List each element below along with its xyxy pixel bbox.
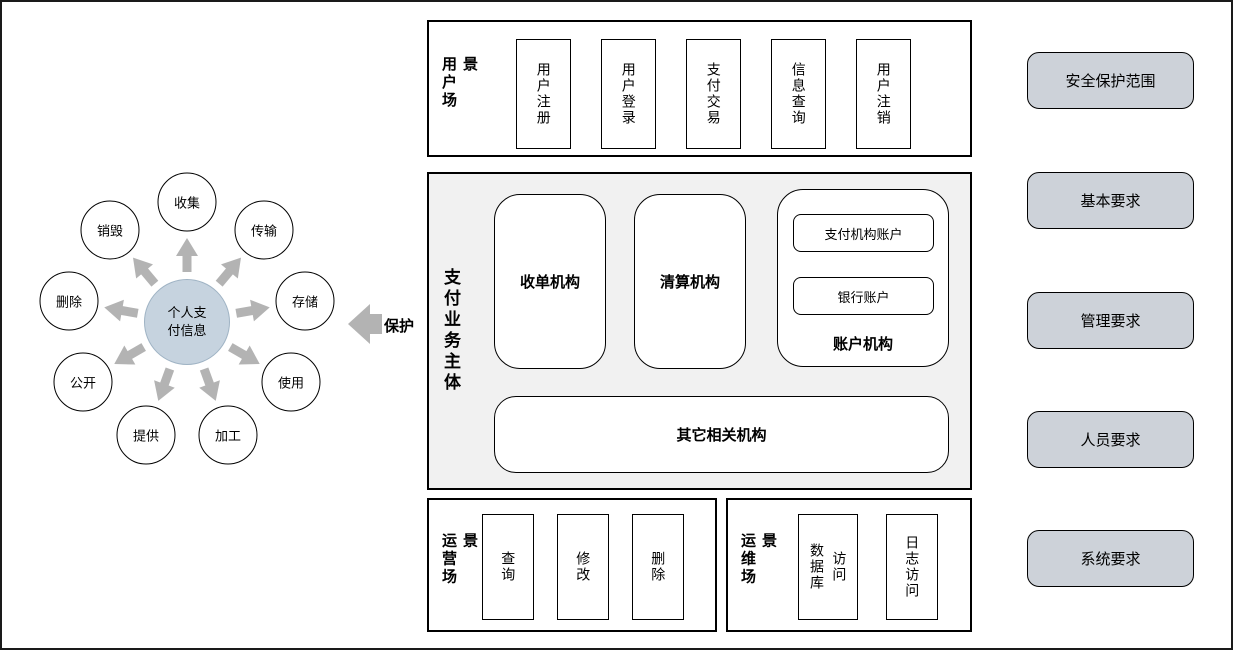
- account-institution-label: 账户机构: [832, 336, 893, 353]
- lifecycle-stage-circle: 提供: [116, 405, 176, 465]
- acquirer-box: 收单机构: [494, 194, 606, 369]
- maintenance-scenarios-label: 运维场景: [739, 532, 777, 587]
- other-institutions-box: 其它相关机构: [494, 396, 949, 473]
- user-scenario-box: 信息查询: [771, 39, 826, 149]
- user-scenarios-label: 用户场景: [440, 55, 478, 110]
- bank-account-box: 银行账户: [793, 277, 934, 315]
- requirement-box-personnel: 人员要求: [1027, 411, 1194, 468]
- lifecycle-stage-circle: 收集: [157, 172, 217, 232]
- lifecycle-stage-circle: 传输: [234, 200, 294, 260]
- user-scenario-box: 支付交易: [686, 39, 741, 149]
- operation-scenarios-panel: 运营场景 查询 修改 删除: [427, 498, 717, 632]
- lifecycle-stage-circle: 删除: [39, 271, 99, 331]
- operation-scenarios-label: 运营场景: [440, 532, 478, 587]
- payment-subjects-panel: 支付业务主体 收单机构 清算机构 支付机构账户 银行账户 账户机构 其它相关机构: [427, 172, 972, 490]
- lifecycle-stage-circle: 使用: [261, 352, 321, 412]
- payment-subjects-label: 支付业务主体: [441, 268, 460, 394]
- lifecycle-stage-circle: 加工: [198, 405, 258, 465]
- account-institution-group: 支付机构账户 银行账户 账户机构: [777, 189, 949, 367]
- requirement-box-management: 管理要求: [1027, 292, 1194, 349]
- operation-scenario-box: 查询: [482, 514, 534, 620]
- lifecycle-stage-circle: 公开: [53, 352, 113, 412]
- user-scenario-box: 用户登录: [601, 39, 656, 149]
- user-scenario-box: 用户注销: [856, 39, 911, 149]
- requirement-box-security-scope: 安全保护范围: [1027, 52, 1194, 109]
- lifecycle-stage-circle: 存储: [275, 271, 335, 331]
- maintenance-scenario-box: 数据库 访问: [798, 514, 858, 620]
- maintenance-scenarios-panel: 运维场景 数据库 访问 日志访问: [726, 498, 972, 632]
- operation-scenario-box: 删除: [632, 514, 684, 620]
- requirement-box-basic: 基本要求: [1027, 172, 1194, 229]
- personal-payment-info-hub: 个人支 付信息: [144, 279, 230, 365]
- clearing-box: 清算机构: [634, 194, 746, 369]
- user-scenarios-panel: 用户场景 用户注册 用户登录 支付交易 信息查询 用户注销: [427, 20, 972, 157]
- payment-institution-account-box: 支付机构账户: [793, 214, 934, 252]
- requirement-box-system: 系统要求: [1027, 530, 1194, 587]
- operation-scenario-box: 修改: [557, 514, 609, 620]
- protect-label: 保护: [384, 318, 415, 335]
- user-scenario-box: 用户注册: [516, 39, 571, 149]
- lifecycle-stage-circle: 销毁: [80, 200, 140, 260]
- maintenance-scenario-box: 日志访问: [886, 514, 938, 620]
